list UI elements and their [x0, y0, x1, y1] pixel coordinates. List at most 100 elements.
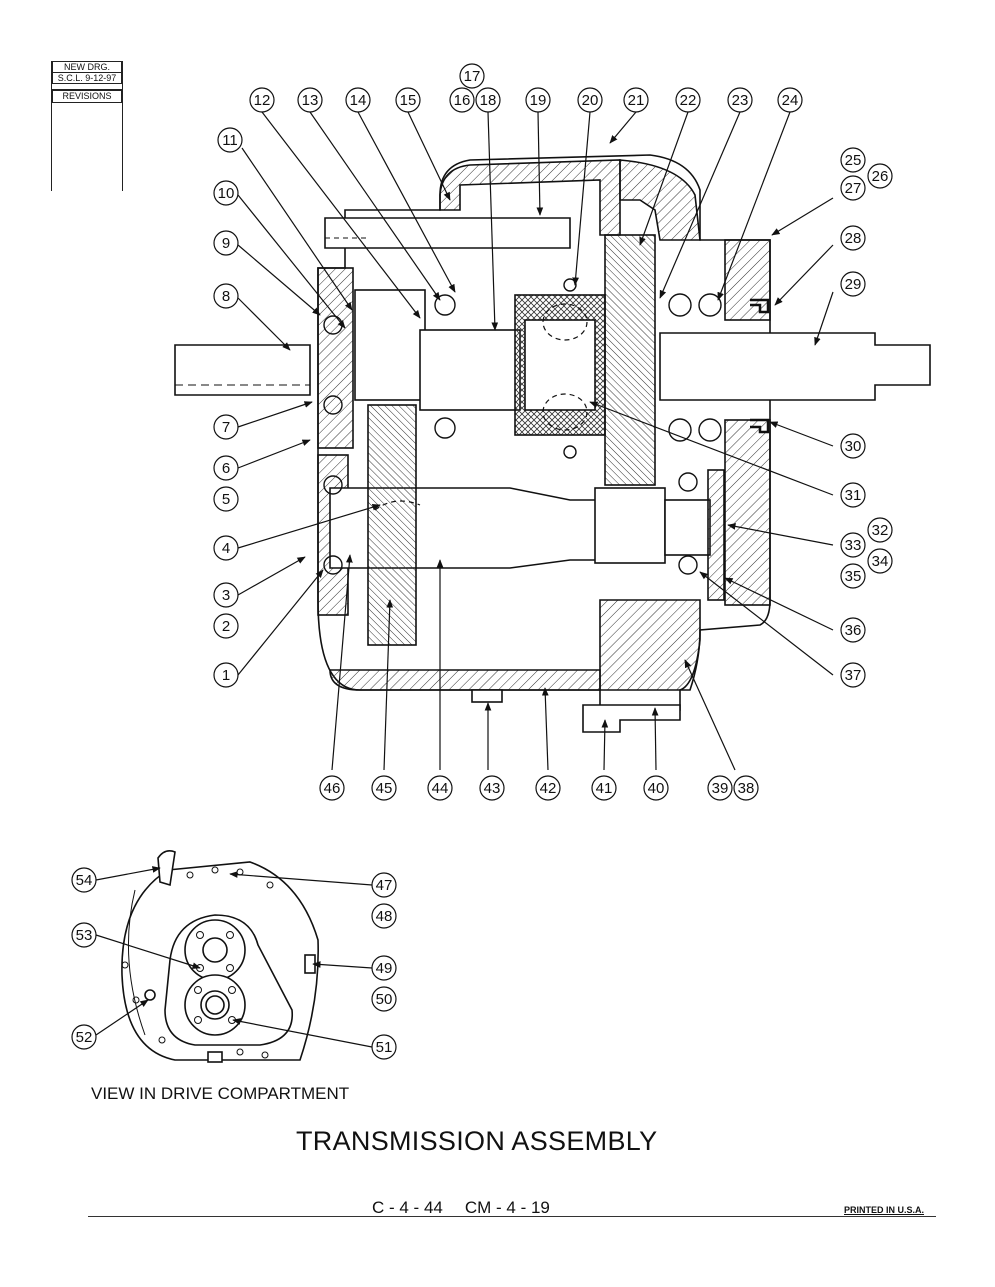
svg-text:49: 49 [376, 960, 393, 977]
svg-text:17: 17 [464, 68, 481, 85]
housing-right-cover [724, 239, 771, 321]
svg-text:13: 13 [302, 92, 319, 109]
drive-compartment-view [121, 850, 319, 1063]
callout-28: 28 [840, 225, 866, 251]
callout-20: 20 [577, 87, 603, 113]
callout-52: 52 [71, 1024, 97, 1050]
upper-flange [184, 919, 246, 981]
seal-upper [750, 298, 770, 314]
svg-text:10: 10 [218, 185, 235, 202]
callout-25: 25 [840, 147, 866, 173]
callout-24: 24 [777, 87, 803, 113]
plug-52 [144, 989, 156, 1001]
lower-flange [184, 974, 246, 1036]
callout-34: 34 [867, 548, 893, 574]
callout-35: 35 [840, 563, 866, 589]
revision-header: REVISIONS [52, 89, 122, 103]
svg-text:46: 46 [324, 780, 341, 797]
svg-text:27: 27 [845, 180, 862, 197]
callout-16: 16 [449, 87, 475, 113]
housing-top [439, 159, 621, 236]
svg-text:22: 22 [680, 92, 697, 109]
svg-text:21: 21 [628, 92, 645, 109]
callout-6: 6 [213, 455, 239, 481]
svg-text:47: 47 [376, 877, 393, 894]
svg-text:5: 5 [222, 491, 230, 508]
svg-text:9: 9 [222, 235, 230, 252]
callout-26: 26 [867, 163, 893, 189]
callout-4: 4 [213, 535, 239, 561]
lower-shaft-end [664, 499, 711, 556]
svg-text:19: 19 [530, 92, 547, 109]
svg-text:39: 39 [712, 780, 729, 797]
svg-text:24: 24 [782, 92, 799, 109]
svg-text:51: 51 [376, 1039, 393, 1056]
callout-5: 5 [213, 486, 239, 512]
housing-right-cover-lower [724, 419, 771, 606]
callout-49: 49 [371, 955, 397, 981]
revision-block: NEW DRG. S.C.L. 9-12-97 REVISIONS [51, 61, 123, 191]
svg-text:26: 26 [872, 168, 889, 185]
svg-text:2: 2 [222, 618, 230, 635]
callout-45: 45 [371, 775, 397, 801]
svg-text:14: 14 [350, 92, 367, 109]
callout-2: 2 [213, 613, 239, 639]
callout-27: 27 [840, 175, 866, 201]
callout-48: 48 [371, 903, 397, 929]
callout-37: 37 [840, 662, 866, 688]
bottom-lug [207, 1051, 223, 1063]
svg-text:30: 30 [845, 438, 862, 455]
callout-42: 42 [535, 775, 561, 801]
housing-right-upper [619, 159, 701, 241]
drain-plug [471, 689, 503, 703]
svg-text:29: 29 [845, 276, 862, 293]
housing-left-wall [317, 267, 354, 449]
callout-41: 41 [591, 775, 617, 801]
callout-51: 51 [371, 1034, 397, 1060]
svg-text:4: 4 [222, 540, 230, 557]
clutch-core [524, 319, 596, 411]
callout-31: 31 [840, 482, 866, 508]
callout-18: 18 [475, 87, 501, 113]
callout-43: 43 [479, 775, 505, 801]
svg-text:38: 38 [738, 780, 755, 797]
svg-text:36: 36 [845, 622, 862, 639]
driven-gear-plate [604, 234, 656, 486]
mount-bracket [582, 704, 681, 733]
callout-50: 50 [371, 986, 397, 1012]
svg-text:53: 53 [76, 927, 93, 944]
svg-text:3: 3 [222, 587, 230, 604]
svg-text:20: 20 [582, 92, 599, 109]
svg-text:1: 1 [222, 667, 230, 684]
callout-11: 11 [217, 127, 243, 153]
callout-3: 3 [213, 582, 239, 608]
input-shaft [174, 344, 311, 396]
callout-53: 53 [71, 922, 97, 948]
svg-text:25: 25 [845, 152, 862, 169]
svg-text:15: 15 [400, 92, 417, 109]
svg-text:48: 48 [376, 908, 393, 925]
callout-10: 10 [213, 180, 239, 206]
lower-gear [367, 404, 417, 646]
seal-lower [750, 418, 770, 434]
callout-7: 7 [213, 414, 239, 440]
callout-21: 21 [623, 87, 649, 113]
svg-text:18: 18 [480, 92, 497, 109]
svg-text:41: 41 [596, 780, 613, 797]
leader-lines [237, 111, 834, 771]
footer-rule [88, 1216, 936, 1217]
callout-44: 44 [427, 775, 453, 801]
lower-shaft-sleeve [594, 487, 666, 564]
housing-right-bottom [599, 599, 701, 691]
callout-36: 36 [840, 617, 866, 643]
drive-housing [121, 861, 319, 1061]
callout-32: 32 [867, 517, 893, 543]
callout-19: 19 [525, 87, 551, 113]
svg-text:43: 43 [484, 780, 501, 797]
main-callouts: 12 13 14 15 16 18 17 19 20 21 22 23 24 1… [213, 63, 893, 801]
svg-text:37: 37 [845, 667, 862, 684]
svg-text:32: 32 [872, 522, 889, 539]
upper-countershaft [324, 217, 571, 249]
callout-38: 38 [733, 775, 759, 801]
